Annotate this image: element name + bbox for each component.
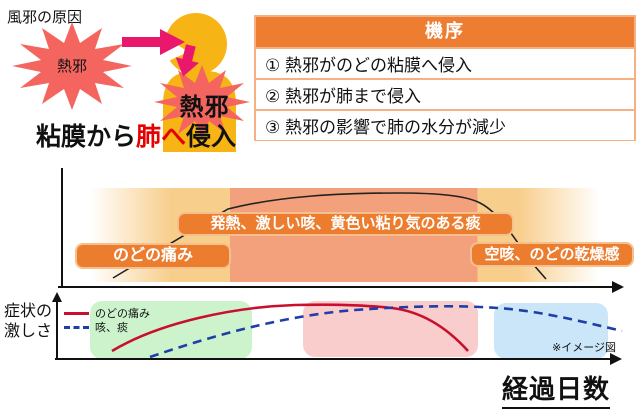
table-row: ③ 熱邪の影響で肺の水分が減少 xyxy=(256,109,634,140)
arrow-right-icon xyxy=(122,29,185,55)
symptom-box-throat-pain: のどの痛み xyxy=(75,243,231,269)
image-note: ※イメージ図 xyxy=(552,342,616,354)
table-row: ① 熱邪がのどの粘膜へ侵入 xyxy=(256,47,634,78)
caption-suffix: 侵入 xyxy=(186,123,237,151)
caption: 粘膜から肺へ侵入 xyxy=(36,117,236,153)
cause-burst-icon xyxy=(12,22,132,110)
table-header: 機序 xyxy=(256,17,634,47)
arrow-down-icon xyxy=(175,44,199,77)
zone-pink xyxy=(303,301,478,357)
legend-item-throat-pain: のどの痛み xyxy=(64,306,150,320)
timeline-x-arrow-icon xyxy=(612,281,624,293)
legend-item-cough-phlegm: 咳、痰 xyxy=(64,320,150,334)
legend-swatch-dashed-blue-icon xyxy=(64,325,89,329)
invasion-arrows xyxy=(122,29,199,77)
y-axis-label-line2: 激しさ xyxy=(4,323,53,340)
x-axis-label: 経過日数 xyxy=(502,369,611,409)
legend: のどの痛み 咳、痰 xyxy=(64,306,150,334)
severity-y-arrow-icon xyxy=(52,292,62,302)
page-title: 風邪の原因 xyxy=(7,9,83,26)
caption-prefix: 粘膜から xyxy=(36,123,137,151)
chest-burst-icon xyxy=(154,65,250,139)
y-axis-label: 症状の 激しさ xyxy=(4,302,52,342)
mechanism-table: 機序 ① 熱邪がのどの粘膜へ侵入 ② 熱邪が肺まで侵入 ③ 熱邪の影響で肺の水分… xyxy=(254,15,636,141)
legend-label: のどの痛み xyxy=(95,308,150,320)
y-axis-label-line1: 症状の xyxy=(4,303,53,320)
caption-highlight: 肺へ xyxy=(136,123,187,151)
cause-burst-label: 熱邪 xyxy=(56,58,87,75)
legend-swatch-solid-red-icon xyxy=(64,311,89,315)
symptom-box-fever-cough: 発熱、激しい咳、黄色い粘り気のある痰 xyxy=(177,212,514,236)
chest-burst-label: 熱邪 xyxy=(179,94,230,121)
symptom-box-dry-cough: 空咳、のどの乾燥感 xyxy=(470,242,634,267)
legend-label: 咳、痰 xyxy=(95,322,128,334)
table-row: ② 熱邪が肺まで侵入 xyxy=(256,78,634,109)
